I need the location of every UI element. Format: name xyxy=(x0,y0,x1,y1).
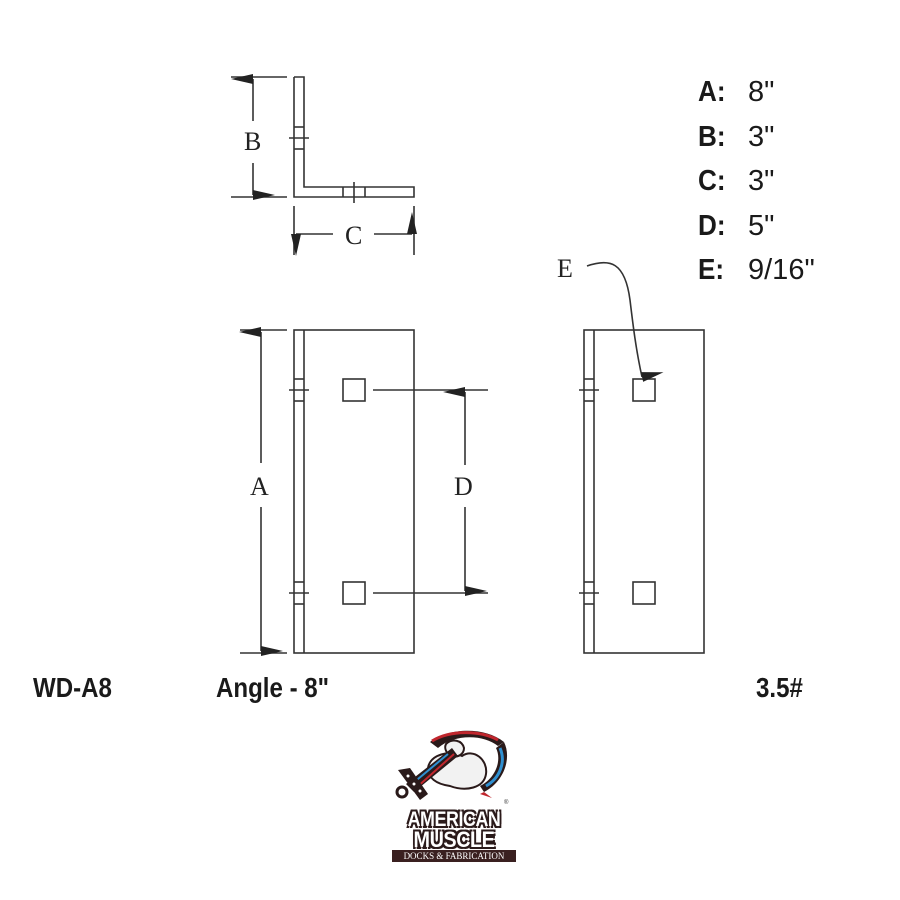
spec-row-e: E: 9/16" xyxy=(698,256,815,285)
part-description: Angle - 8" xyxy=(216,672,330,703)
dim-label-b: B xyxy=(244,127,261,156)
angle-profile-view xyxy=(231,74,417,256)
logo-text-muscle: MUSCLE xyxy=(413,827,495,852)
spec-value: 9/16" xyxy=(748,254,815,286)
spec-key: A: xyxy=(698,76,726,108)
angle-front-view xyxy=(239,327,488,656)
dim-label-d: D xyxy=(454,472,473,501)
spec-key: C: xyxy=(698,165,726,197)
company-logo: ® AMERICAN MUSCLE DOCKS & FABRICATION xyxy=(388,724,520,864)
part-weight: 3.5# xyxy=(756,672,803,703)
spec-value: 8" xyxy=(748,76,775,108)
spec-value: 3" xyxy=(748,121,775,153)
spec-row-d: D: 5" xyxy=(698,212,774,241)
logo-text-american: AMERICAN xyxy=(407,808,501,831)
dim-label-c: C xyxy=(345,221,362,250)
part-number: WD-A8 xyxy=(33,672,112,703)
spec-key: D: xyxy=(698,210,726,242)
spec-row-b: B: 3" xyxy=(698,123,774,152)
svg-text:®: ® xyxy=(504,799,509,806)
dim-label-e: E xyxy=(557,254,573,283)
spec-row-a: A: 8" xyxy=(698,78,774,107)
spec-key: B: xyxy=(698,121,726,153)
spec-value: 5" xyxy=(748,210,775,242)
logo-text-docks-fabrication: DOCKS & FABRICATION xyxy=(392,850,516,862)
spec-key: E: xyxy=(698,254,725,286)
angle-rear-view xyxy=(579,261,705,654)
spec-value: 3" xyxy=(748,165,775,197)
spec-row-c: C: 3" xyxy=(698,167,774,196)
anchor-arm-icon: ® xyxy=(395,730,509,806)
dim-label-a: A xyxy=(250,472,269,501)
